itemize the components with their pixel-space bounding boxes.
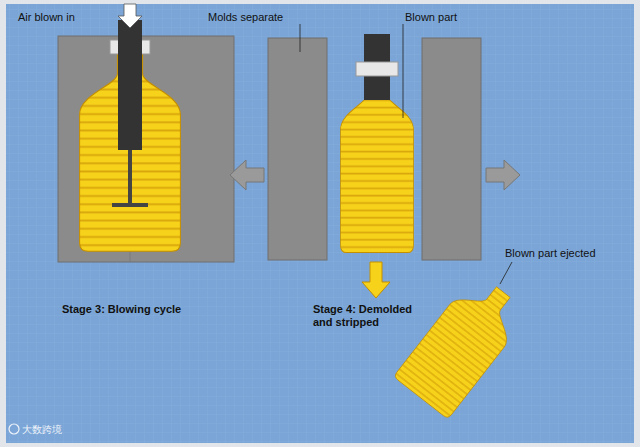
mold-half xyxy=(422,38,481,260)
background xyxy=(6,4,634,443)
down-arrow xyxy=(362,262,390,298)
leader-line xyxy=(300,24,301,52)
leader-line xyxy=(500,262,512,284)
annotation: Blown part xyxy=(405,11,457,24)
mold-half xyxy=(268,38,327,260)
leader-line xyxy=(403,24,404,118)
collar xyxy=(356,62,398,76)
air-arrow xyxy=(118,4,142,28)
annotation: Molds separate xyxy=(208,11,283,24)
ejected-bottle xyxy=(393,271,530,419)
watermark-logo xyxy=(9,424,19,434)
left-arrow xyxy=(230,160,264,190)
stage-caption: Stage 4: Demolded and stripped xyxy=(313,303,423,329)
stretch-rod xyxy=(112,203,148,207)
watermark: 大数跨境 xyxy=(22,423,62,436)
stage-caption: Stage 3: Blowing cycle xyxy=(62,303,181,316)
annotation: Air blown in xyxy=(18,11,75,24)
annotation: Blown part ejected xyxy=(505,247,596,260)
blow-pin xyxy=(118,20,142,150)
mold-block xyxy=(58,36,234,262)
right-arrow xyxy=(486,160,520,190)
